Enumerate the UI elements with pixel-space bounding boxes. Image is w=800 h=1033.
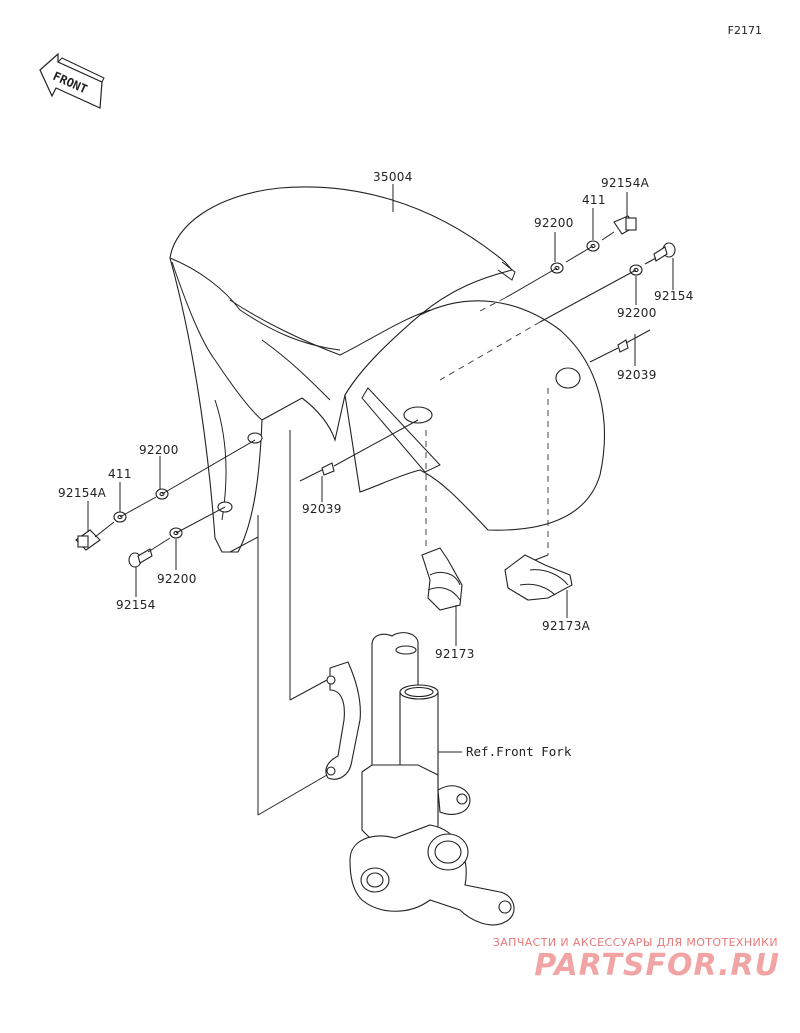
label-411-left: 411 — [108, 467, 132, 481]
bolt-92154-right — [653, 242, 676, 262]
figure-id: F2171 — [727, 24, 762, 37]
watermark-tagline: ЗАПЧАСТИ И АКСЕССУАРЫ ДЛЯ МОТОТЕХНИКИ — [492, 936, 778, 949]
label-92173a: 92173A — [542, 619, 591, 633]
label-92154-left: 92154 — [116, 598, 156, 612]
watermark-logo: PARTSFOR.RU — [534, 948, 780, 983]
label-92154-right: 92154 — [654, 289, 694, 303]
bolt-92154a-left — [75, 529, 101, 551]
clamp-92173a — [504, 554, 573, 601]
label-92154a-left: 92154A — [58, 486, 107, 500]
label-92039-left: 92039 — [302, 502, 342, 516]
rivet-92039-left — [299, 462, 335, 482]
front-arrow-icon: FRONT — [39, 52, 105, 109]
leader-lines — [87, 184, 674, 753]
label-92200-left-lower: 92200 — [157, 572, 197, 586]
label-92200-right-lower: 92200 — [617, 306, 657, 320]
label-35004: 35004 — [373, 170, 413, 184]
front-fender — [169, 186, 605, 553]
front-fork — [325, 632, 515, 926]
bolt-92154a-right — [613, 215, 637, 235]
label-ref-front-fork: Ref.Front Fork — [466, 744, 572, 759]
label-411-right: 411 — [582, 193, 606, 207]
clamp-92173 — [421, 547, 463, 611]
label-92200-left-upper: 92200 — [139, 443, 179, 457]
rivet-92039-right — [617, 329, 651, 353]
label-92200-right-upper: 92200 — [534, 216, 574, 230]
assembly-lines — [94, 231, 657, 816]
label-92173: 92173 — [435, 647, 475, 661]
bolt-92154-left — [128, 548, 153, 568]
label-92154a-right: 92154A — [601, 176, 650, 190]
label-92039-right: 92039 — [617, 368, 657, 382]
